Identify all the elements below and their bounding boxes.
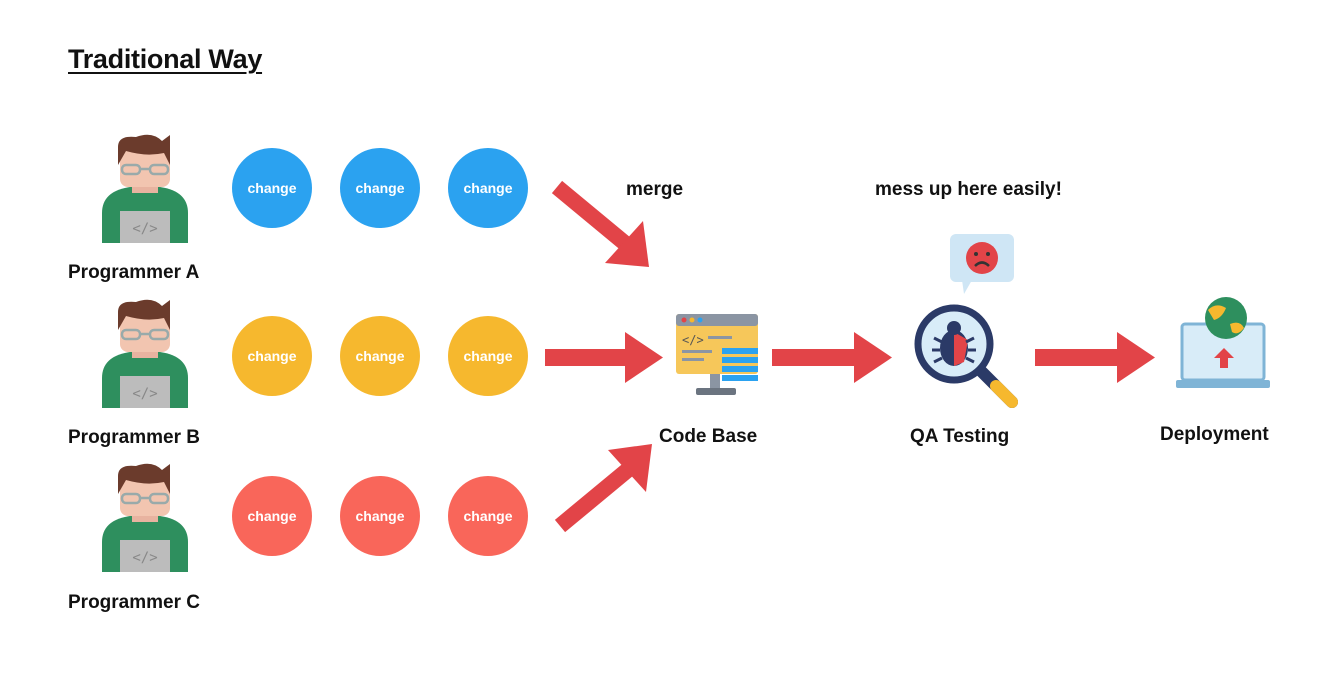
warning-label: mess up here easily!	[875, 179, 1062, 200]
programmer-c-label: Programmer C	[68, 592, 200, 613]
change-circle-b2: change	[340, 316, 420, 396]
programmer-c-avatar-icon: </>	[102, 463, 188, 572]
merge-label: merge	[626, 179, 684, 200]
programmer-b-label: Programmer B	[68, 427, 200, 448]
change-circle-a2: change	[340, 148, 420, 228]
sad-face-bubble-icon	[950, 234, 1014, 294]
arrow-right-codebase-icon	[772, 332, 892, 383]
monitor-code-icon: </>	[676, 314, 758, 395]
programmer-a-label: Programmer A	[68, 262, 200, 283]
code-base-label: Code Base	[659, 426, 758, 447]
change-circle-b3: change	[448, 316, 528, 396]
qa-testing-label: QA Testing	[910, 426, 1010, 447]
change-circle-a1: change	[232, 148, 312, 228]
deployment-label: Deployment	[1160, 424, 1269, 445]
change-circle-a3: change	[448, 148, 528, 228]
svg-text:</>: </>	[132, 550, 157, 566]
svg-text:</>: </>	[682, 333, 704, 347]
page-title: Traditional Way	[68, 44, 263, 74]
change-circle-b1: change	[232, 316, 312, 396]
svg-text:</>: </>	[132, 386, 157, 402]
arrow-down-right-icon	[551, 180, 649, 267]
svg-text:</>: </>	[132, 221, 157, 237]
arrow-right-b-icon	[545, 332, 663, 383]
programmer-b-avatar-icon: </>	[102, 299, 188, 408]
laptop-globe-upload-icon	[1176, 297, 1270, 388]
change-circle-c3: change	[448, 476, 528, 556]
arrow-right-qa-icon	[1035, 332, 1155, 383]
arrow-up-right-icon	[554, 444, 652, 533]
change-circle-c2: change	[340, 476, 420, 556]
programmer-a-avatar-icon: </>	[102, 134, 188, 243]
bug-magnifier-icon	[914, 304, 1018, 408]
change-circle-c1: change	[232, 476, 312, 556]
